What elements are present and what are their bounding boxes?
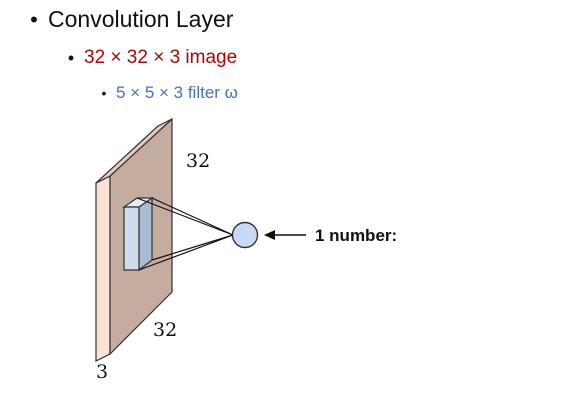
width-label: 32: [153, 319, 177, 341]
bullet-text-filter-size: 5 × 5 × 3 filter ω: [116, 83, 238, 102]
height-label: 32: [186, 150, 210, 172]
filter-connection-lines: [136, 197, 234, 271]
bullet-dot: •: [30, 6, 38, 32]
image-front-face: [95, 175, 111, 362]
image-top-edge: [95, 118, 173, 184]
bullet-dot: •: [67, 47, 75, 68]
filter-side-face: [138, 196, 153, 272]
filter-front-face: [123, 206, 140, 271]
output-neuron: [231, 221, 259, 249]
bullet-text-image-size: 32 × 32 × 3 image: [84, 47, 238, 68]
bullet-dot: •: [101, 85, 107, 101]
arrow-head-icon: [264, 230, 275, 240]
bullet-level3: • 5 × 5 × 3 filter ω: [92, 83, 238, 103]
bullet-level1: • Convolution Layer: [20, 6, 233, 33]
bullet-text-convolution-layer: Convolution Layer: [48, 6, 234, 32]
depth-label: 3: [96, 361, 108, 383]
bullet-level2: • 32 × 32 × 3 image: [58, 47, 237, 69]
output-label: 1 number:: [315, 226, 397, 245]
